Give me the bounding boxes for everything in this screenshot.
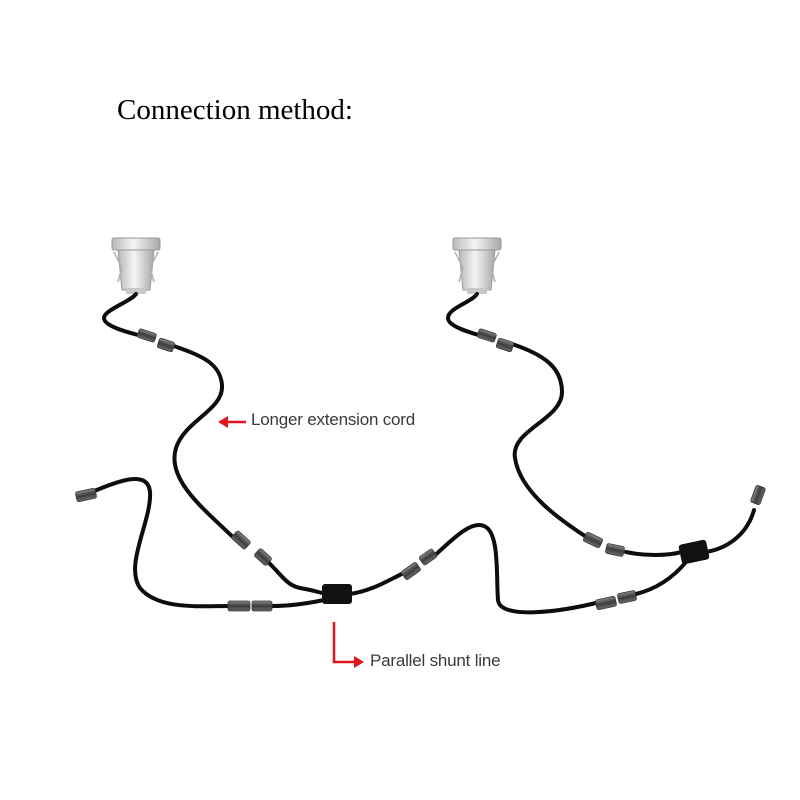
connector bbox=[605, 543, 625, 557]
shunt-junction-left bbox=[322, 584, 352, 604]
connector bbox=[75, 488, 97, 502]
left-input-to-junction bbox=[270, 598, 326, 608]
junction-link-c bbox=[634, 560, 688, 596]
lamp1-cable bbox=[102, 292, 144, 338]
connector bbox=[477, 328, 497, 343]
left-input-cable bbox=[90, 477, 232, 609]
extension-cord-right bbox=[510, 342, 590, 540]
extension-cord-left bbox=[166, 342, 238, 542]
arrow-left-icon bbox=[218, 416, 246, 428]
lamp1-to-junction bbox=[264, 558, 328, 596]
connector bbox=[254, 548, 272, 566]
junction-link-a bbox=[348, 570, 408, 596]
connector bbox=[418, 548, 438, 566]
connector bbox=[231, 530, 251, 550]
connector bbox=[595, 596, 617, 610]
connector bbox=[227, 600, 251, 612]
connector bbox=[495, 337, 515, 353]
lamp2-cable bbox=[446, 292, 484, 338]
connector bbox=[617, 590, 637, 604]
arrow-elbow-right-icon bbox=[332, 622, 364, 668]
junction-link-b bbox=[430, 523, 602, 615]
downlight-left bbox=[111, 237, 161, 294]
shunt-junction-right bbox=[678, 539, 710, 565]
connector bbox=[251, 600, 273, 612]
right-output-cable bbox=[704, 508, 756, 554]
downlight-right bbox=[452, 237, 502, 294]
label-parallel-shunt-line: Parallel shunt line bbox=[370, 651, 501, 670]
connector bbox=[137, 328, 157, 343]
connector bbox=[582, 531, 604, 549]
connector bbox=[750, 484, 766, 506]
diagram-title: Connection method: bbox=[117, 94, 353, 126]
connector bbox=[156, 337, 176, 353]
lamp2-to-junction bbox=[624, 550, 684, 557]
label-extension-cord: Longer extension cord bbox=[251, 410, 416, 429]
connector bbox=[401, 562, 421, 580]
